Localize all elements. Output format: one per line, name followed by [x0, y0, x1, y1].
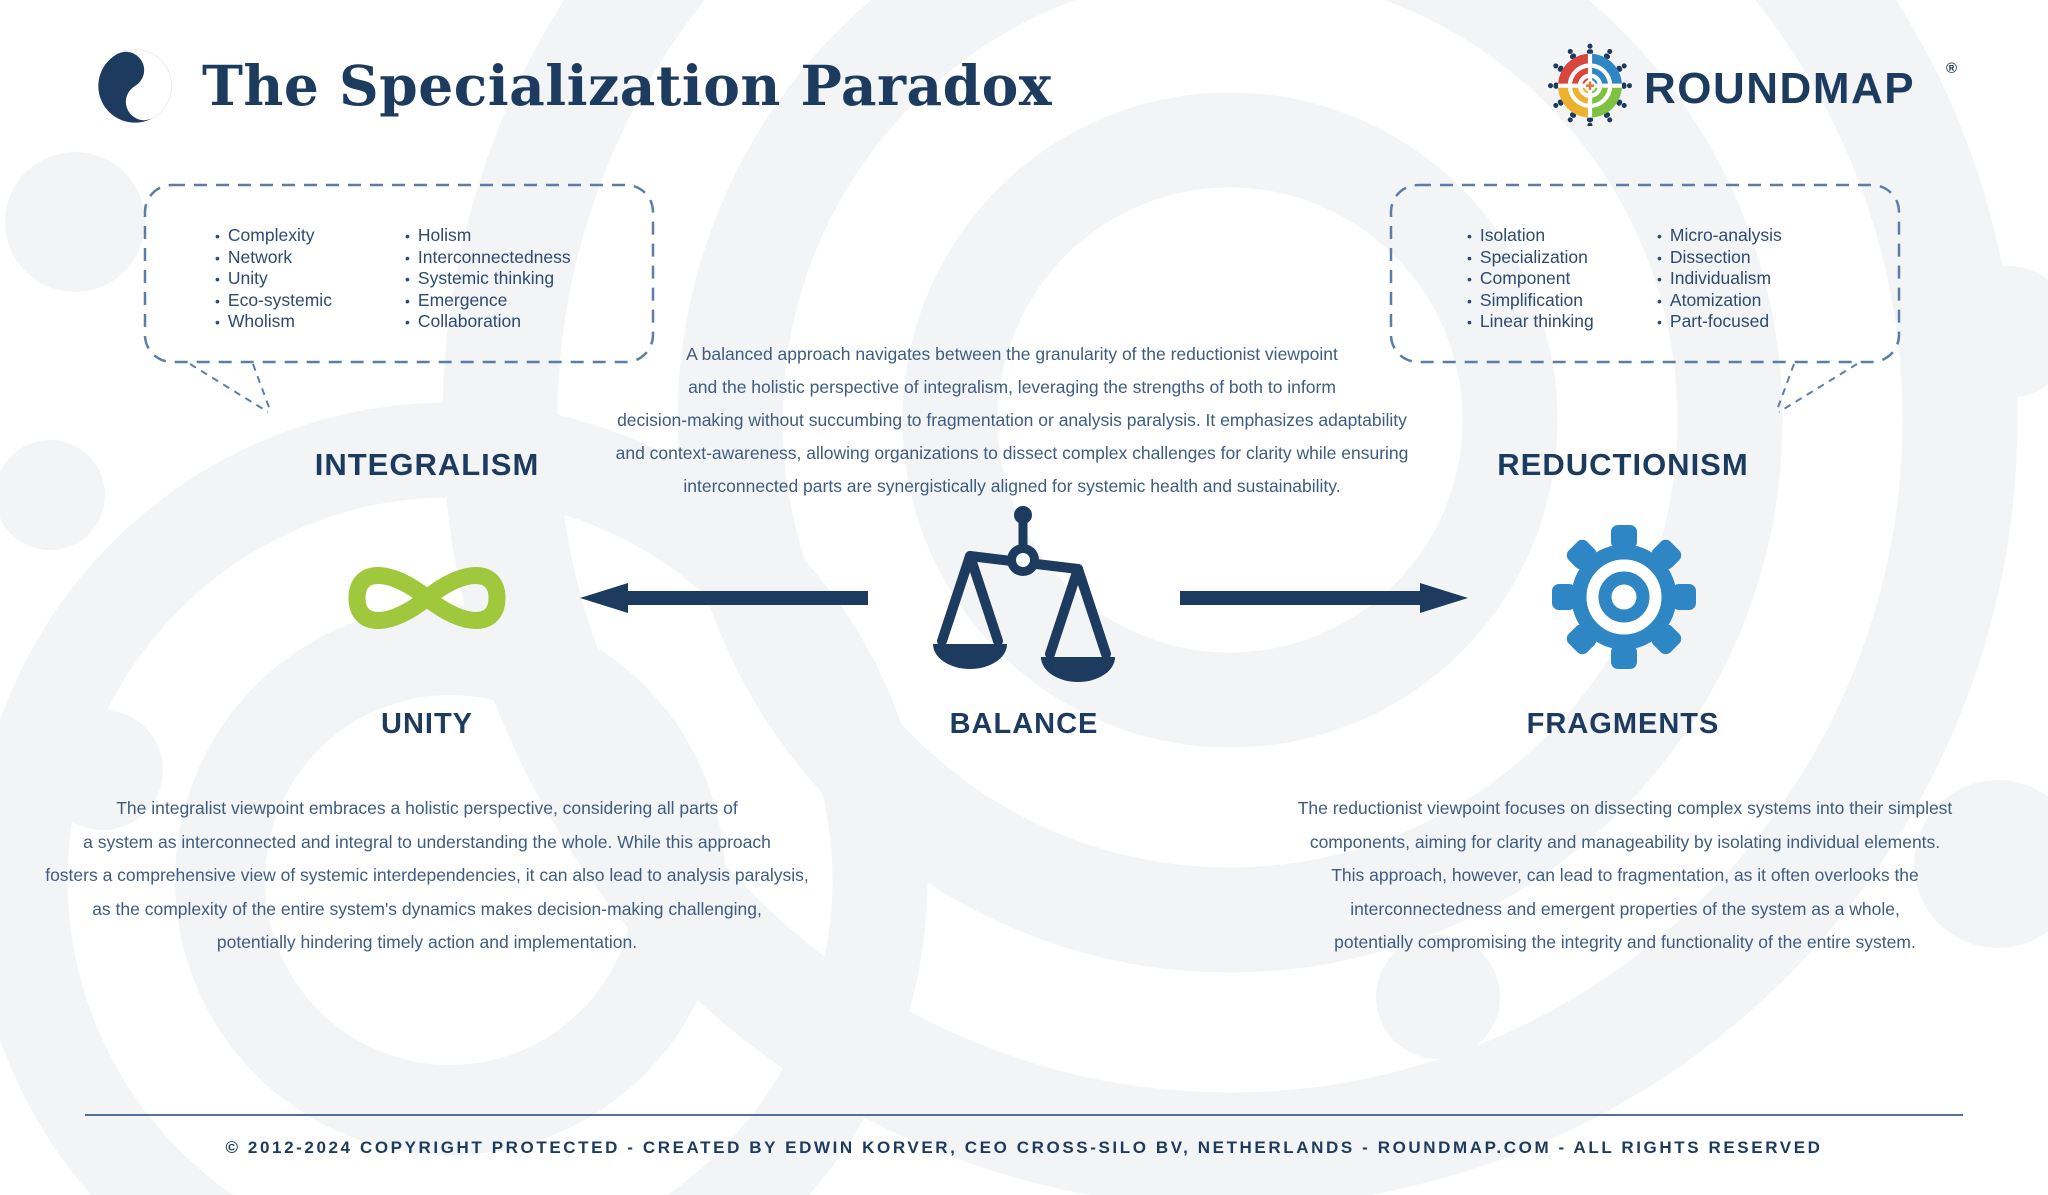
- bubble-dashed-border: [1389, 183, 1901, 364]
- arrow-left-icon: [580, 583, 868, 613]
- yin-yang-icon: [98, 49, 172, 123]
- trait-item: Complexity: [215, 225, 405, 247]
- registered-trademark: ®: [1946, 60, 1958, 77]
- trait-item: Specialization: [1467, 247, 1657, 269]
- trait-item: Individualism: [1657, 268, 1847, 290]
- trait-item: Simplification: [1467, 290, 1657, 312]
- bubble-tail: [1776, 363, 1858, 413]
- integralism-trait-list-2: Holism Interconnectedness Systemic think…: [405, 225, 595, 333]
- reductionism-trait-list-1: Isolation Specialization Component Simpl…: [1467, 225, 1657, 333]
- trait-item: Unity: [215, 268, 405, 290]
- integralism-description: The integralist viewpoint embraces a hol…: [45, 798, 809, 952]
- integralism-traits-bubble: Complexity Network Unity Eco-systemic Wh…: [143, 183, 655, 364]
- trait-item: Dissection: [1657, 247, 1847, 269]
- scale-icon: [933, 506, 1115, 682]
- trait-item: Interconnectedness: [405, 247, 595, 269]
- page-title: The Specialization Paradox: [202, 53, 1053, 118]
- trait-item: Holism: [405, 225, 595, 247]
- reductionism-traits-bubble: Isolation Specialization Component Simpl…: [1389, 183, 1901, 364]
- reductionism-description: The reductionist viewpoint focuses on di…: [1297, 798, 1953, 952]
- trait-item: Emergence: [405, 290, 595, 312]
- infinity-icon: [348, 567, 506, 629]
- balance-paragraph: A balanced approach navigates between th…: [615, 344, 1409, 496]
- gear-icon: [1552, 525, 1696, 669]
- balance-label: BALANCE: [949, 708, 1099, 740]
- reductionism-heading: REDUCTIONISM: [1497, 447, 1749, 482]
- trait-item: Eco-systemic: [215, 290, 405, 312]
- footer-copyright: © 2012-2024 COPYRIGHT PROTECTED - CREATE…: [225, 1138, 1823, 1157]
- trait-item: Linear thinking: [1467, 311, 1657, 333]
- trait-item: Micro-analysis: [1657, 225, 1847, 247]
- bubble-tail: [189, 363, 271, 413]
- arrow-right-icon: [1180, 583, 1468, 613]
- trait-item: Collaboration: [405, 311, 595, 333]
- trait-item: Wholism: [215, 311, 405, 333]
- brand-lockup: ROUNDMAP ®: [1548, 40, 1988, 130]
- brand-name: ROUNDMAP: [1644, 64, 1916, 113]
- roundmap-wheel-icon: [1548, 43, 1632, 126]
- footer-divider: [85, 1114, 1963, 1116]
- bubble-dashed-border: [143, 183, 655, 364]
- trait-item: Isolation: [1467, 225, 1657, 247]
- trait-item: Component: [1467, 268, 1657, 290]
- integralism-trait-list-1: Complexity Network Unity Eco-systemic Wh…: [215, 225, 405, 333]
- trait-item: Network: [215, 247, 405, 269]
- integralism-heading: INTEGRALISM: [314, 447, 540, 482]
- reductionism-trait-list-2: Micro-analysis Dissection Individualism …: [1657, 225, 1847, 333]
- trait-item: Systemic thinking: [405, 268, 595, 290]
- trait-item: Atomization: [1657, 290, 1847, 312]
- trait-item: Part-focused: [1657, 311, 1847, 333]
- unity-label: UNITY: [381, 708, 473, 740]
- fragments-label: FRAGMENTS: [1526, 708, 1720, 740]
